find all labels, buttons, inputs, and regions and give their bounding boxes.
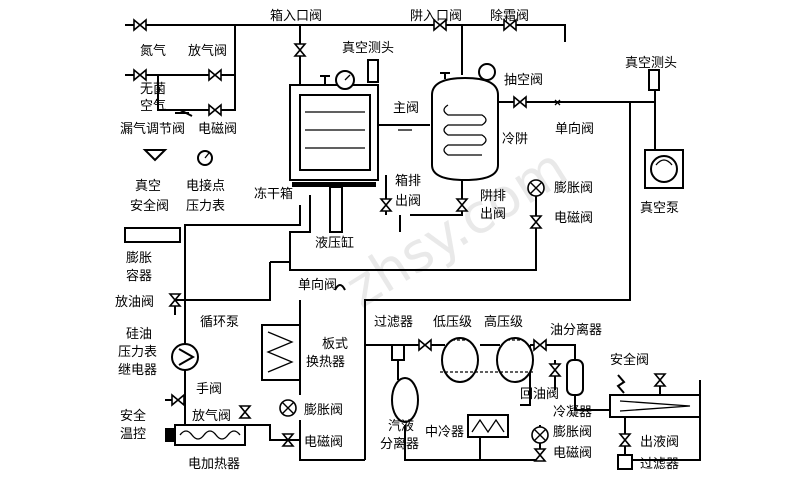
- label-vacuum-pump: 真空泵: [640, 201, 679, 216]
- label-vent-valve: 放气阀: [188, 43, 227, 59]
- plate-heat-exchanger: [261, 324, 301, 381]
- label-gas-liquid-1: 汽液: [388, 419, 414, 434]
- label-freeze-dryer: 冻干箱: [254, 186, 293, 202]
- intercooler: [467, 414, 509, 438]
- label-sterile-air-2: 空气: [140, 98, 166, 114]
- label-chamber-drain-1: 箱排: [395, 173, 421, 189]
- circulating-pump: [171, 343, 199, 371]
- label-silicone-1: 硅油: [126, 327, 152, 342]
- label-solenoid-valve-top: 电磁阀: [198, 122, 237, 137]
- label-cold-trap: 冷阱: [502, 132, 528, 147]
- electric-heater: [165, 424, 246, 446]
- label-chamber-inlet-valve: 箱入口阀: [270, 8, 322, 24]
- label-oil-drain-valve: 放油阀: [115, 295, 154, 310]
- label-sterile-air-1: 无菌: [140, 82, 166, 97]
- label-expansion-valve-mid: 膨胀阀: [304, 403, 343, 418]
- expansion-tank: [124, 227, 181, 243]
- label-vacuum-safety-2: 安全阀: [130, 198, 169, 214]
- instruments: [142, 149, 346, 291]
- label-nitrogen: 氮气: [140, 43, 166, 59]
- label-solenoid-valve-bottom: 电磁阀: [553, 446, 592, 461]
- label-vacuum-probe-1: 真空测头: [342, 41, 394, 56]
- vacuum-pump: [644, 69, 684, 189]
- label-check-valve-top: 单向阀: [555, 121, 594, 137]
- label-trap-drain-1: 阱排: [480, 189, 506, 204]
- label-expansion-valve-right: 膨胀阀: [554, 181, 593, 196]
- condenser: [609, 394, 701, 418]
- label-oil-return-valve: 回油阀: [520, 387, 559, 402]
- label-circ-pump: 循环泵: [200, 315, 239, 330]
- label-pump-valve: 抽空阀: [504, 73, 543, 88]
- label-safety-temp-1: 安全: [120, 408, 146, 424]
- label-expansion-tank-1: 膨胀: [126, 251, 152, 266]
- label-plate-hx-2: 换热器: [306, 355, 345, 370]
- label-solenoid-valve-right: 电磁阀: [554, 211, 593, 226]
- labels: 氮气 放气阀 箱入口阀 阱入口阀 除霜阀 真空测头 真空测头 无菌 空气 漏气调…: [115, 8, 679, 472]
- label-contact-gauge-1: 电接点: [186, 178, 225, 194]
- label-vacuum-probe-2: 真空测头: [625, 56, 677, 71]
- label-expansion-tank-2: 容器: [126, 268, 152, 284]
- label-main-valve: 主阀: [393, 101, 419, 116]
- label-leak-valve: 漏气调节阀: [120, 121, 185, 137]
- label-solenoid-valve-mid: 电磁阀: [304, 435, 343, 450]
- label-contact-gauge-2: 压力表: [186, 199, 225, 214]
- label-silicone-2: 压力表: [118, 345, 157, 360]
- freeze-dryer-chamber: [289, 59, 379, 233]
- label-hydraulic-cyl: 液压缸: [315, 235, 354, 251]
- pipe-network: [125, 24, 701, 461]
- label-filter: 过滤器: [374, 315, 413, 330]
- label-chamber-drain-2: 出阀: [395, 194, 421, 209]
- label-defrost-valve: 除霜阀: [490, 9, 529, 24]
- label-trap-inlet-valve: 阱入口阀: [410, 9, 462, 24]
- label-vent-valve-bottom: 放气阀: [192, 408, 231, 424]
- label-electric-heater: 电加热器: [188, 457, 240, 472]
- oil-separator: [566, 359, 584, 396]
- label-safety-valve: 安全阀: [610, 352, 649, 368]
- gas-liquid-separator: [391, 344, 419, 423]
- cold-trap: [431, 63, 499, 182]
- valves: [133, 19, 666, 470]
- label-gas-liquid-2: 分离器: [380, 436, 419, 452]
- label-expansion-valve-bottom: 膨胀阀: [553, 425, 592, 440]
- label-condenser: 冷凝器: [553, 404, 592, 420]
- compressors: [440, 337, 535, 383]
- label-check-valve-mid: 单向阀: [298, 277, 337, 293]
- label-high-stage: 高压级: [484, 314, 523, 330]
- label-trap-drain-2: 出阀: [480, 207, 506, 222]
- label-filter-bottom: 过滤器: [640, 457, 679, 472]
- label-outlet-valve: 出液阀: [640, 435, 679, 450]
- label-low-stage: 低压级: [433, 315, 472, 330]
- label-plate-hx-1: 板式: [322, 337, 348, 352]
- label-hand-valve: 手阀: [196, 382, 222, 397]
- label-intercooler: 中冷器: [425, 425, 464, 440]
- label-vacuum-safety-1: 真空: [135, 179, 161, 194]
- label-silicone-3: 继电器: [118, 363, 157, 378]
- label-oil-separator: 油分离器: [550, 322, 602, 338]
- label-safety-temp-2: 温控: [120, 427, 146, 442]
